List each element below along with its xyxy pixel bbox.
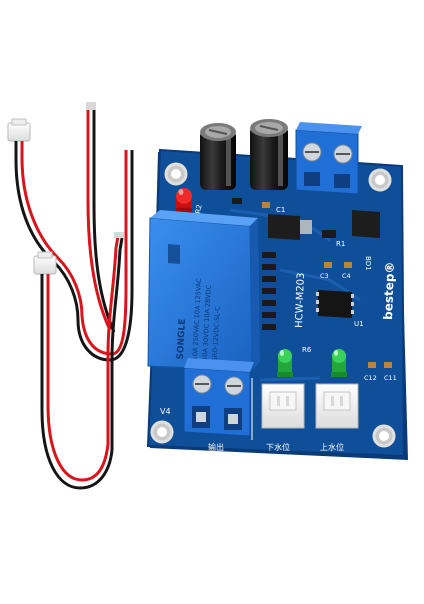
relay-logo-mark	[168, 244, 180, 264]
jst-socket-high	[315, 383, 359, 429]
black-wire-2	[40, 274, 114, 490]
label-bd1: BD1	[364, 256, 372, 271]
label-c3: C3	[320, 272, 329, 280]
green-led-1	[277, 349, 293, 377]
label-output: 输出	[208, 442, 224, 452]
label-r2: R2	[194, 204, 203, 215]
label-c12: C12	[364, 374, 377, 382]
relay-brand: SONGLE	[176, 318, 188, 359]
resistor-column	[262, 252, 276, 330]
label-low-water: 下水位	[266, 442, 290, 452]
smd-capacitor	[262, 202, 270, 208]
relay-rating-3: SRD-12VDC-SL-C	[211, 306, 222, 362]
red-wire-2	[46, 274, 110, 482]
jst-connector-1	[7, 122, 31, 142]
label-u1: U1	[354, 320, 364, 328]
label-c11: C11	[384, 374, 397, 382]
label-c4: C4	[342, 272, 351, 280]
power-screw-terminal	[295, 122, 362, 195]
red-led	[176, 188, 192, 214]
label-v4: V4	[160, 407, 171, 416]
electrolytic-capacitor-1	[200, 123, 236, 190]
brand-label: bestep®	[381, 261, 397, 320]
smd-c12	[368, 362, 376, 368]
voltage-regulator	[268, 214, 300, 240]
model-label: HCW-M203	[294, 272, 307, 328]
label-r6: R6	[302, 346, 312, 354]
output-screw-terminal	[183, 358, 254, 437]
label-r1: R1	[336, 240, 345, 248]
smd-c4	[344, 262, 352, 268]
jst-connector-2	[33, 255, 57, 275]
red-wire-1	[20, 141, 84, 317]
smd-resistor	[232, 198, 242, 204]
green-led-2	[331, 349, 347, 377]
ic-u1	[316, 290, 354, 318]
smd-part-r1	[322, 230, 336, 238]
label-high-water: 上水位	[320, 442, 344, 452]
jst-socket-low	[261, 383, 305, 429]
relay: SONGLE 10A 250VAC 10A 125VAC 10A 30VDC 1…	[147, 210, 260, 371]
bridge-rectifier	[352, 210, 380, 238]
relay-rating-2: 10A 30VDC 10A 28VDC	[201, 284, 213, 361]
wire-harness-2	[33, 232, 124, 490]
electrolytic-capacitor-2	[250, 119, 288, 190]
smd-c3	[324, 262, 332, 268]
smd-c11	[384, 362, 392, 368]
label-c1: C1	[276, 206, 285, 214]
